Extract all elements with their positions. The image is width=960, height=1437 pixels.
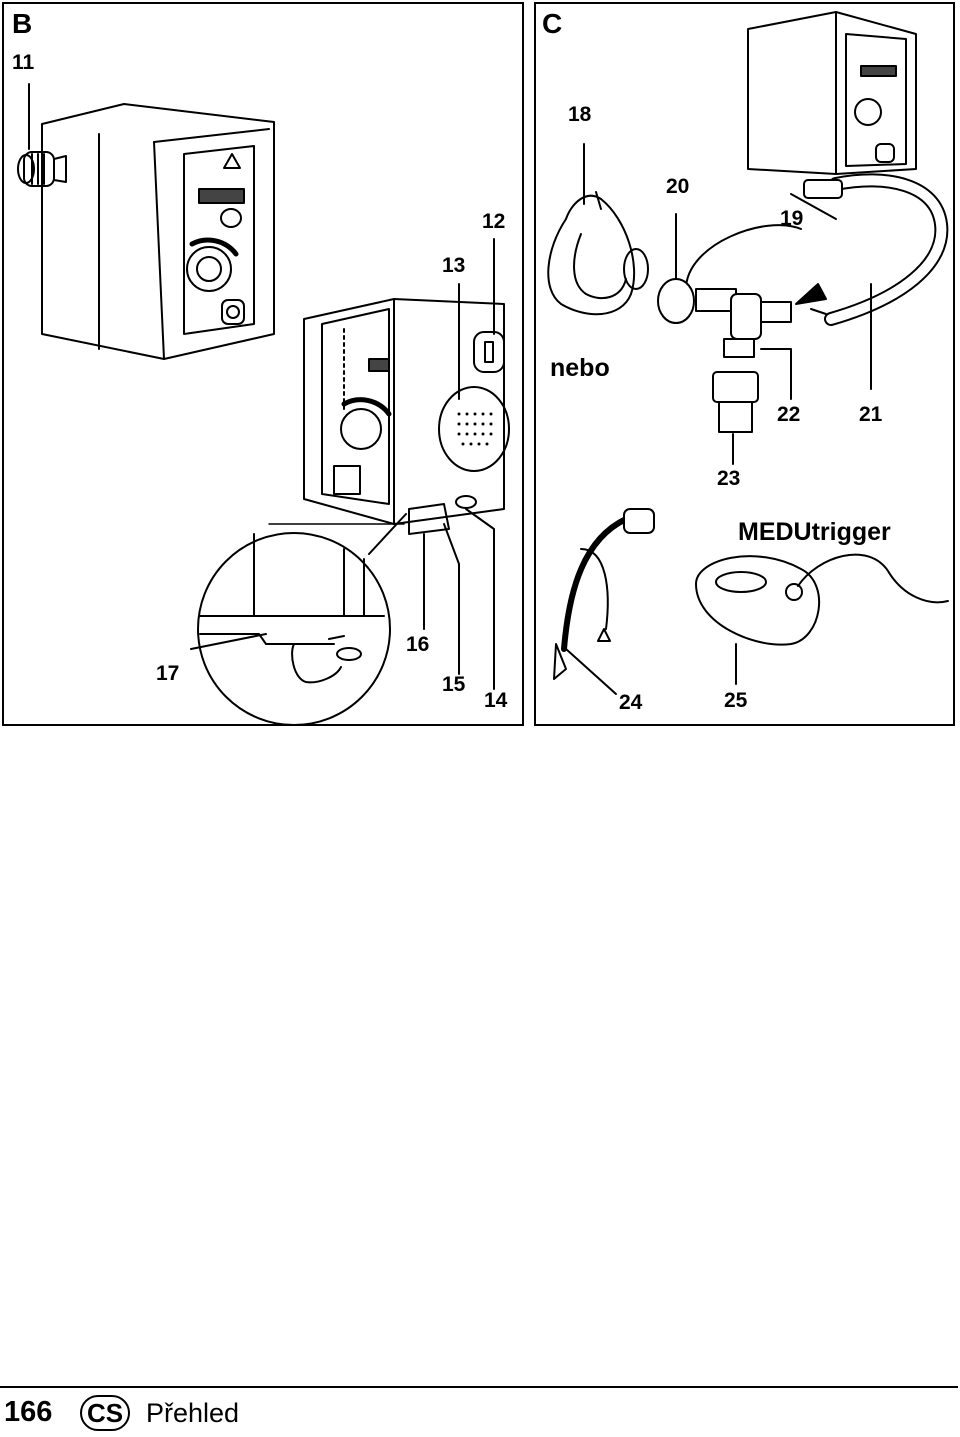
section-title: Přehled xyxy=(146,1398,240,1428)
or-word: nebo xyxy=(550,354,610,382)
device-illustration-b xyxy=(4,4,524,724)
label-20: 20 xyxy=(666,175,690,198)
connector-11-drawing xyxy=(18,84,66,186)
medutrigger-drawing xyxy=(696,555,948,684)
label-12: 12 xyxy=(482,210,506,233)
label-18: 18 xyxy=(568,103,592,126)
device-rear-drawing xyxy=(42,104,274,359)
label-11: 11 xyxy=(12,51,35,74)
accessories-illustration-c xyxy=(536,4,953,724)
panel-b-letter: B xyxy=(12,8,33,39)
device-front-drawing xyxy=(304,239,509,534)
mask-drawing xyxy=(548,144,648,314)
tube-drawing xyxy=(791,180,941,389)
cable-24-drawing xyxy=(554,509,654,694)
label-14: 14 xyxy=(484,689,508,712)
brand-name: MEDUtrigger xyxy=(738,518,891,546)
label-22: 22 xyxy=(777,403,801,426)
label-23: 23 xyxy=(717,467,741,490)
footer-rule xyxy=(0,1386,958,1388)
label-16: 16 xyxy=(406,633,430,656)
label-15: 15 xyxy=(442,673,466,696)
label-25: 25 xyxy=(724,689,748,712)
label-24: 24 xyxy=(619,691,643,714)
language-badge: CS xyxy=(80,1395,130,1431)
magnifier-drawing xyxy=(191,509,494,724)
panel-c: C xyxy=(534,2,955,726)
label-19: 19 xyxy=(780,207,804,230)
device-drawing-c xyxy=(748,12,916,174)
page-number: 166 xyxy=(4,1396,53,1428)
panel-c-letter: C xyxy=(542,8,563,39)
label-21: 21 xyxy=(859,403,883,426)
panel-b: B xyxy=(2,2,524,726)
label-17: 17 xyxy=(156,662,180,685)
valve-drawing xyxy=(658,214,826,464)
label-13: 13 xyxy=(442,254,466,277)
